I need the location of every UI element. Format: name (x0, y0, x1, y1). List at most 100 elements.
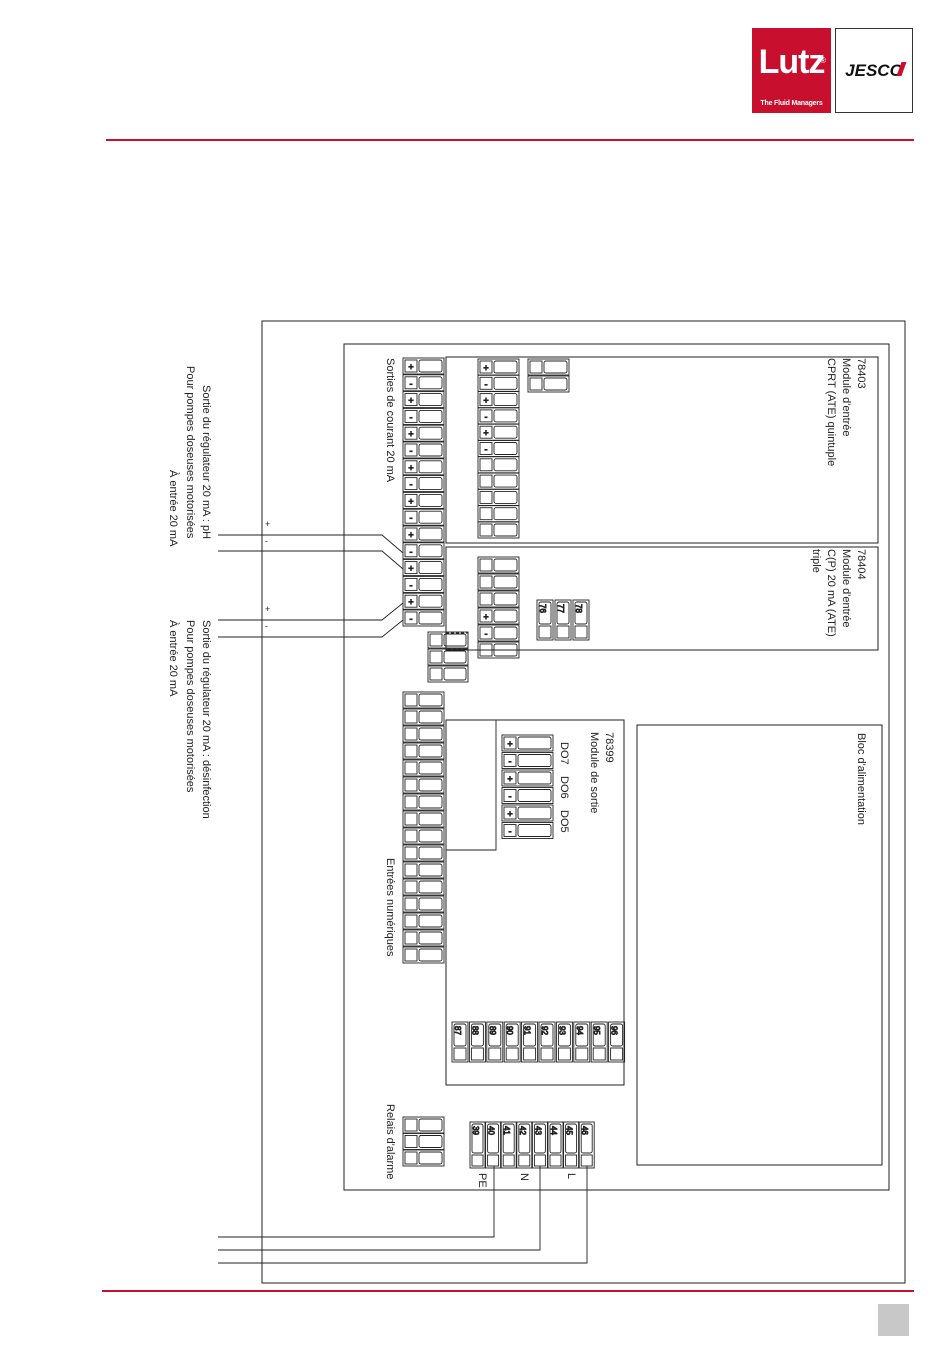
wire-polarity-mark: - (265, 621, 268, 631)
module-78399-terminal-94: 94 (573, 1021, 591, 1063)
power-terminal-44: 44 (547, 1121, 564, 1169)
digital-input-terminal (402, 895, 445, 913)
jesco-logo: JESCO (835, 28, 913, 113)
module-78399-title: Module de sortie (588, 732, 600, 813)
controller-housing (261, 320, 906, 1284)
power-terminal-42-number: 42 (518, 1126, 527, 1135)
current-output-terminal-polarity: + (408, 530, 413, 540)
module-78404-terminal (477, 590, 520, 608)
current-output-terminal-polarity: - (410, 412, 413, 422)
current-output-terminal-polarity: + (408, 564, 413, 574)
wire-polarity-mark: - (265, 536, 268, 546)
power-block-label: Bloc d'alimentation (855, 733, 867, 825)
module-78403-aux-terminal (527, 358, 570, 376)
module-78403-number: 78403 (855, 358, 867, 389)
ext-disinfection-line1: Sortie du régulateur 20 mA : désinfectio… (200, 620, 212, 819)
module-78403-terminal-polarity: - (485, 379, 488, 389)
ext-ph-line1: Sortie du régulateur 20 mA : pH (200, 385, 212, 539)
jesco-logo-name: JESCO (845, 61, 903, 80)
current-output-terminal: - (402, 475, 445, 493)
controller-board (343, 343, 890, 1191)
module-78403-subtitle: CPRT (ATE) quintuple (825, 358, 837, 466)
digital-input-terminal (402, 912, 445, 930)
module-78404-terminal: + (477, 607, 520, 625)
module-78399-do-label-DO7: DO7 (558, 742, 570, 765)
module-78403-terminal: - (477, 374, 520, 392)
bridge-connector-dashed (445, 632, 469, 650)
module-78399-do-terminal-polarity: + (507, 809, 512, 819)
bridge-connector-terminal (427, 631, 469, 649)
power-terminal-39-number: 39 (471, 1126, 480, 1135)
wire-polarity-mark: + (265, 604, 270, 614)
current-output-terminal-polarity: - (410, 513, 413, 523)
l-label: L (565, 1173, 577, 1179)
module-78399-terminal-90: 90 (503, 1021, 521, 1063)
module-78399-terminal-88: 88 (468, 1021, 486, 1063)
power-terminal-45: 45 (563, 1121, 580, 1169)
power-terminal-46-number: 46 (580, 1126, 589, 1135)
module-78403-terminal (477, 521, 520, 539)
footer-rule (102, 1290, 914, 1292)
module-78399-do-terminal: + (501, 769, 554, 787)
alarm-relay-terminal (402, 1133, 445, 1150)
module-78404-title: Module d'entrée (840, 549, 852, 628)
pe-label: PE (476, 1173, 488, 1188)
digital-input-terminal (402, 844, 445, 862)
module-78404-subtitle: C(P) 20 mA (ATE) (825, 549, 837, 637)
lutz-logo-reg: ® (820, 56, 826, 65)
current-output-terminal: + (402, 525, 445, 543)
module-78399-number: 78399 (603, 732, 615, 763)
module-78403-terminal-polarity: - (485, 445, 488, 455)
current-output-terminal-polarity: - (410, 547, 413, 557)
module-78399-box (445, 719, 625, 1086)
digital-input-terminal (402, 725, 445, 743)
current-output-terminal-polarity: - (410, 614, 413, 624)
power-terminal-46: 46 (578, 1121, 595, 1169)
digital-input-terminal (402, 810, 445, 828)
alarm-relay-terminal (402, 1116, 445, 1134)
alarm-relay-label: Relais d'alarme (384, 1104, 396, 1179)
module-78399-terminal-95: 95 (590, 1021, 608, 1063)
module-78403-terminal: + (477, 391, 520, 409)
module-78404-terminal: - (477, 624, 520, 642)
module-78404-number: 78404 (855, 549, 867, 580)
power-block-box (636, 724, 883, 1166)
module-78403-terminal-polarity: + (483, 396, 488, 406)
current-output-terminal-polarity: + (408, 362, 413, 372)
digital-input-terminal (402, 742, 445, 760)
power-terminal-39: 39 (469, 1121, 486, 1169)
digital-input-terminal (402, 861, 445, 879)
module-78403-terminal (477, 472, 520, 490)
module-78403-terminal (477, 505, 520, 523)
module-78399-terminal-89-number: 89 (488, 1026, 497, 1035)
power-terminal-40-number: 40 (487, 1126, 496, 1135)
header-rule (106, 139, 914, 141)
lutz-logo-tagline: The Fluid Managers (760, 100, 823, 107)
module-78399-do-terminal: - (501, 787, 554, 804)
n-label: N (518, 1173, 530, 1181)
module-78403-box (445, 356, 879, 544)
module-78404-terminal-78-number: 78 (574, 604, 583, 613)
current-output-terminal: + (402, 592, 445, 610)
wire-n (218, 1166, 541, 1251)
module-78399-terminal-93: 93 (555, 1021, 573, 1063)
current-output-terminal: - (402, 575, 445, 593)
module-78403-terminal: + (477, 358, 520, 376)
power-terminal-40: 40 (485, 1121, 502, 1169)
module-78399-terminal-96: 96 (608, 1021, 626, 1063)
module-78399-terminal-87: 87 (451, 1021, 469, 1063)
module-78399-terminal-88-number: 88 (470, 1026, 479, 1035)
module-78404-terminal-76-number: 76 (538, 604, 547, 613)
bridge-connector-terminal (427, 648, 469, 666)
current-output-terminal: - (402, 508, 445, 526)
module-78399-terminal-95-number: 95 (592, 1026, 601, 1035)
digital-input-terminal (402, 759, 445, 777)
current-output-terminal: - (402, 407, 445, 425)
module-78399-do-terminal: - (501, 752, 554, 769)
lutz-logo-name: Lutz (758, 43, 826, 81)
wire-ph-minus (218, 550, 404, 570)
module-78404-terminal-polarity: + (483, 612, 488, 622)
module-78404-terminal-78: 78 (572, 599, 590, 641)
digital-input-terminal (402, 929, 445, 947)
